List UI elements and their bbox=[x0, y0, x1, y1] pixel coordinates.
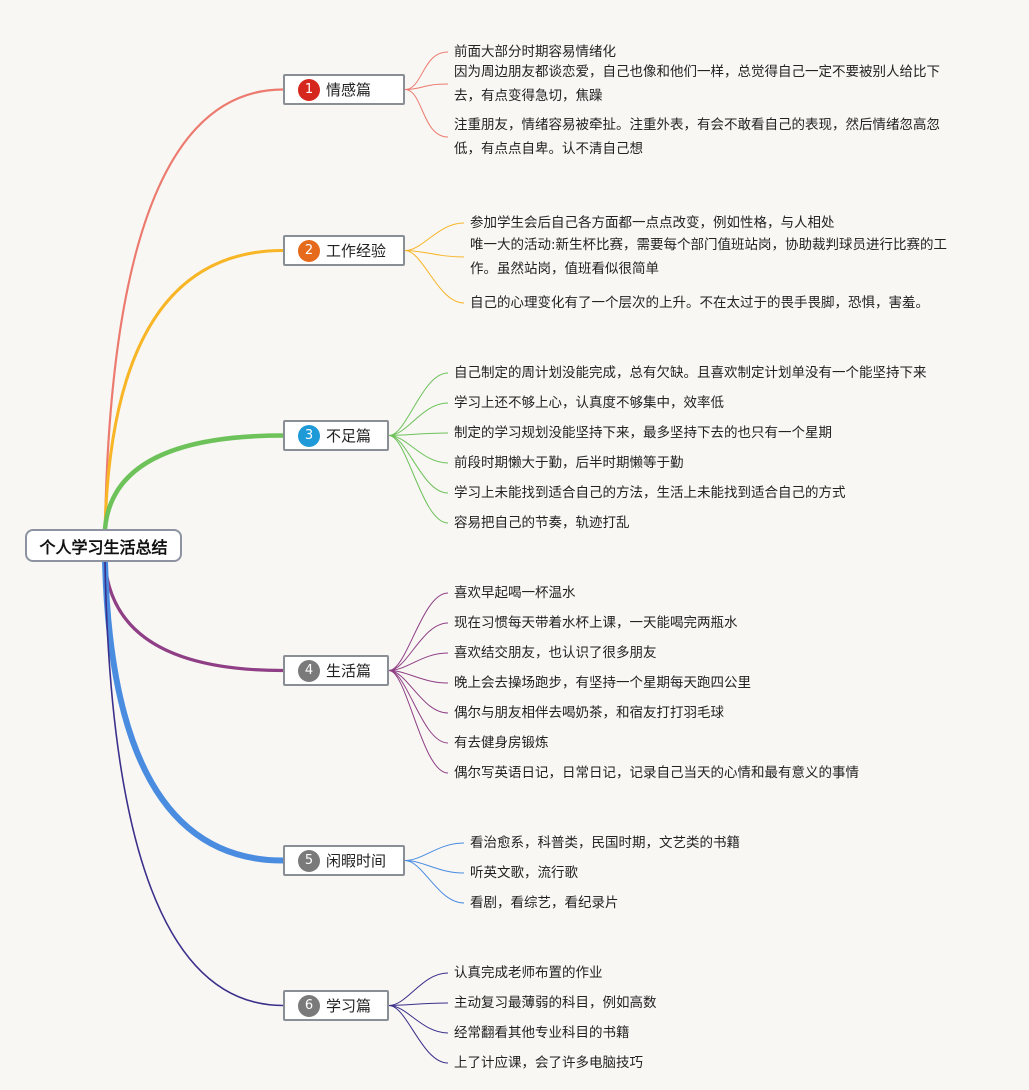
subtopic-item[interactable]: 前面大部分时期容易情绪化 bbox=[454, 44, 616, 60]
number-badge-icon: 2 bbox=[298, 239, 320, 262]
leaf-connector bbox=[388, 1002, 449, 1006]
branch-connector-3 bbox=[102, 433, 286, 532]
subtopic-item[interactable]: 前段时期懒大于勤，后半时期懒等于勤 bbox=[454, 455, 684, 471]
leaf-connector bbox=[388, 652, 449, 671]
subtopic-item[interactable]: 听英文歌，流行歌 bbox=[470, 865, 578, 881]
subtopic-item[interactable]: 经常翻看其他专业科目的书籍 bbox=[454, 1025, 630, 1041]
branch-topic-1[interactable]: 1 情感篇 bbox=[283, 74, 405, 105]
leaf-connector bbox=[404, 51, 449, 90]
leaf-connector bbox=[388, 1005, 449, 1034]
leaf-connector bbox=[404, 842, 465, 861]
branch-connector-5 bbox=[102, 559, 286, 864]
root-topic[interactable]: 个人学习生活总结 bbox=[25, 529, 182, 562]
subtopic-item[interactable]: 自己的心理变化有了一个层次的上升。不在太过于的畏手畏脚，恐惧，害羞。 bbox=[470, 295, 929, 311]
subtopic-item[interactable]: 喜欢早起喝一杯温水 bbox=[454, 585, 576, 601]
leaf-connector bbox=[388, 1005, 449, 1064]
leaf-connector bbox=[404, 250, 465, 258]
leaf-connector bbox=[388, 435, 449, 494]
branch-label: 学习篇 bbox=[326, 997, 372, 1015]
branch-label: 不足篇 bbox=[326, 427, 372, 445]
number-badge-icon: 1 bbox=[298, 78, 320, 101]
leaf-connector bbox=[404, 860, 465, 874]
subtopic-item[interactable]: 偶尔与朋友相伴去喝奶茶，和宿友打打羽毛球 bbox=[454, 705, 724, 721]
leaf-connector bbox=[388, 670, 449, 774]
number-badge-icon: 5 bbox=[298, 849, 320, 872]
number-badge-icon: 6 bbox=[298, 994, 320, 1017]
branch-label: 闲暇时间 bbox=[326, 852, 387, 870]
branch-topic-5[interactable]: 5 闲暇时间 bbox=[283, 845, 405, 876]
leaf-connector bbox=[404, 860, 465, 904]
subtopic-item[interactable]: 喜欢结交朋友，也认识了很多朋友 bbox=[454, 645, 657, 661]
subtopic-item[interactable]: 认真完成老师布置的作业 bbox=[454, 965, 603, 981]
subtopic-item[interactable]: 注重朋友，情绪容易被牵扯。注重外表，有会不敢看自己的表现，然后情绪忽高忽低，有点… bbox=[454, 117, 940, 157]
branch-topic-6[interactable]: 6 学习篇 bbox=[283, 990, 389, 1021]
subtopic-item[interactable]: 看治愈系，科普类，民国时期，文艺类的书籍 bbox=[470, 835, 740, 851]
leaf-connector bbox=[388, 372, 449, 436]
subtopic-item[interactable]: 唯一大的活动:新生杯比赛，需要每个部门值班站岗，协助裁判球员进行比赛的工作。虽然… bbox=[470, 237, 948, 277]
subtopic-item[interactable]: 主动复习最薄弱的科目，例如高数 bbox=[454, 995, 657, 1011]
subtopic-item[interactable]: 学习上未能找到适合自己的方法，生活上未能找到适合自己的方式 bbox=[454, 485, 846, 501]
leaf-connector bbox=[388, 402, 449, 436]
subtopic-item[interactable]: 学习上还不够上心，认真度不够集中，效率低 bbox=[454, 395, 724, 411]
subtopic-item[interactable]: 现在习惯每天带着水杯上课，一天能喝完两瓶水 bbox=[454, 615, 738, 631]
leaf-connector bbox=[388, 432, 449, 436]
leaf-connector bbox=[388, 670, 449, 714]
subtopic-item[interactable]: 看剧，看综艺，看纪录片 bbox=[470, 895, 619, 911]
subtopic-item[interactable]: 制定的学习规划没能坚持下来，最多坚持下去的也只有一个星期 bbox=[454, 425, 832, 441]
leaf-connector bbox=[388, 435, 449, 464]
branch-topic-2[interactable]: 2 工作经验 bbox=[283, 235, 405, 266]
branch-label: 生活篇 bbox=[326, 662, 372, 680]
leaf-connector bbox=[388, 592, 449, 671]
branch-topic-3[interactable]: 3 不足篇 bbox=[283, 420, 389, 451]
leaf-connector bbox=[388, 670, 449, 744]
leaf-connector bbox=[388, 972, 449, 1006]
subtopic-item[interactable]: 参加学生会后自己各方面都一点点改变，例如性格，与人相处 bbox=[470, 215, 835, 231]
branch-topic-4[interactable]: 4 生活篇 bbox=[283, 655, 389, 686]
subtopic-item[interactable]: 晚上会去操场跑步，有坚持一个星期每天跑四公里 bbox=[454, 675, 751, 691]
leaf-connector bbox=[404, 89, 449, 138]
branch-label: 工作经验 bbox=[326, 242, 387, 260]
subtopic-item[interactable]: 因为周边朋友都谈恋爱，自己也像和他们一样，总觉得自己一定不要被别人给比下去，有点… bbox=[454, 64, 940, 104]
branch-connector-6 bbox=[104, 561, 284, 1007]
number-badge-icon: 3 bbox=[298, 424, 320, 447]
leaf-connector bbox=[404, 83, 449, 90]
branch-connector-4 bbox=[103, 560, 285, 673]
subtopic-item[interactable]: 上了计应课，会了许多电脑技巧 bbox=[454, 1055, 643, 1071]
branch-connector-1 bbox=[103, 88, 285, 531]
subtopic-item[interactable]: 偶尔写英语日记，日常日记，记录自己当天的心情和最有意义的事情 bbox=[454, 765, 859, 781]
leaf-connector bbox=[404, 222, 465, 251]
number-badge-icon: 4 bbox=[298, 659, 320, 682]
branch-label: 情感篇 bbox=[326, 81, 372, 99]
leaf-connector bbox=[388, 622, 449, 671]
branch-connector-2 bbox=[103, 249, 285, 531]
subtopic-item[interactable]: 容易把自己的节奏，轨迹打乱 bbox=[454, 515, 630, 531]
subtopic-item[interactable]: 自己制定的周计划没能完成，总有欠缺。且喜欢制定计划单没有一个能坚持下来 bbox=[454, 365, 927, 381]
leaf-connector bbox=[388, 435, 449, 524]
leaf-connector bbox=[388, 670, 449, 684]
leaf-connector bbox=[404, 250, 465, 304]
subtopic-item[interactable]: 有去健身房锻炼 bbox=[454, 735, 549, 751]
